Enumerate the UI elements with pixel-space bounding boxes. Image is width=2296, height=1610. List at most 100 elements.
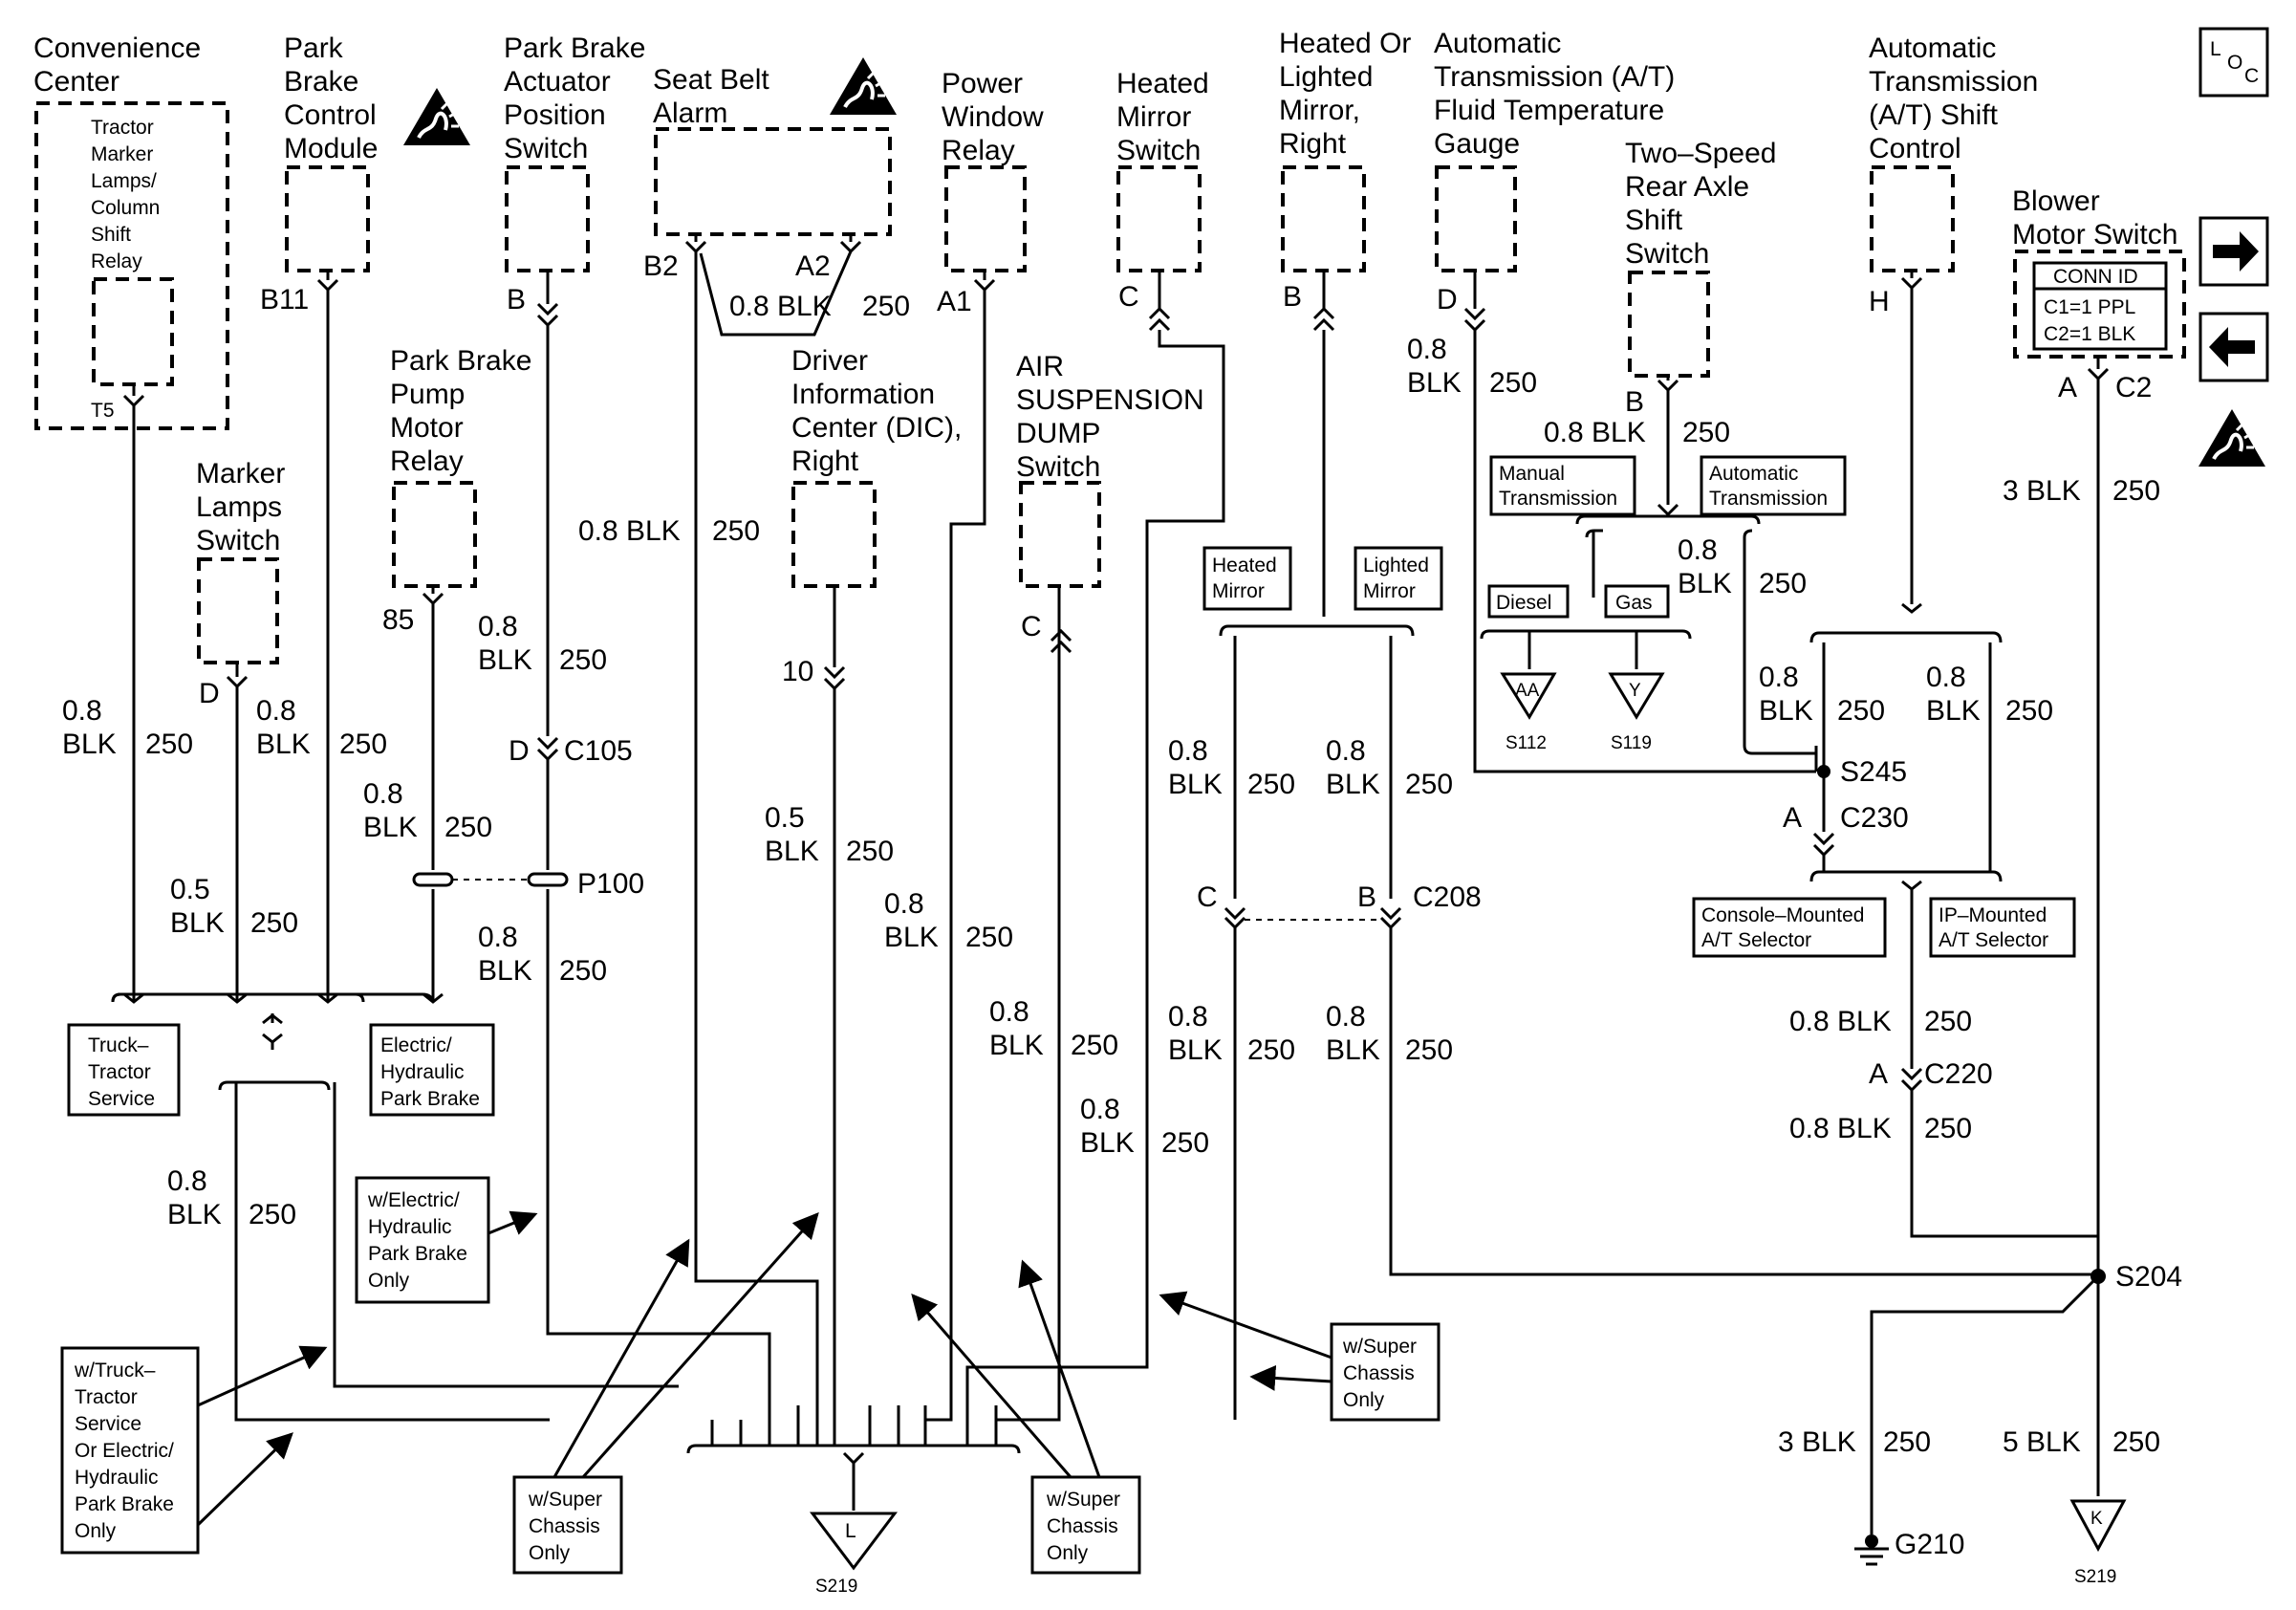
svg-text:Motor: Motor [390,412,464,444]
svg-text:0.8: 0.8 [884,888,924,920]
svg-text:Park Brake: Park Brake [368,1243,467,1265]
svg-text:C2: C2 [2115,372,2152,403]
svg-text:Heated: Heated [1116,68,1209,99]
svg-text:Right: Right [791,446,859,477]
svg-text:BLK: BLK [62,729,117,760]
svg-text:0.8: 0.8 [1326,1001,1366,1033]
park-brake-pump-relay: Park Brake Pump Motor Relay 85 [382,345,531,636]
svg-text:w/Super: w/Super [1046,1489,1120,1511]
marker-lamps-switch: Marker Lamps Switch D [196,458,285,709]
svg-text:Mirror,: Mirror, [1279,95,1360,126]
svg-text:Lighted: Lighted [1363,555,1429,577]
svg-text:Lamps: Lamps [196,491,282,523]
svg-text:A: A [1869,1058,1888,1090]
svg-text:0.8: 0.8 [1759,662,1799,693]
svg-text:Park Brake: Park Brake [75,1493,174,1515]
note-super-chassis-3: w/Super Chassis Only [1159,1291,1440,1422]
svg-text:BLK: BLK [256,729,311,760]
svg-text:L: L [845,1520,856,1542]
svg-text:250: 250 [1405,1034,1453,1066]
svg-text:Shift: Shift [1625,205,1683,236]
svg-text:Mirror: Mirror [1363,580,1416,602]
svg-text:w/Electric/: w/Electric/ [367,1189,460,1211]
svg-text:Actuator: Actuator [504,66,611,98]
svg-text:C: C [1197,881,1218,913]
ground-aa-s112: AA S112 [1500,672,1557,753]
svg-text:Motor Switch: Motor Switch [2012,219,2177,250]
svg-text:Transmission (A/T): Transmission (A/T) [1434,61,1675,93]
svg-text:0.8: 0.8 [1926,662,1966,693]
svg-text:Park Brake: Park Brake [380,1088,480,1110]
svg-text:Gas: Gas [1615,592,1653,614]
svg-text:BLK: BLK [1326,769,1380,800]
svg-text:0.8: 0.8 [363,778,403,810]
option-console-selector: Console–Mounted A/T Selector [1692,897,1887,958]
svg-text:Park Brake: Park Brake [504,33,645,64]
svg-text:C220: C220 [1924,1058,1993,1090]
svg-text:C1=1 PPL: C1=1 PPL [2044,296,2135,318]
note-truck-or-electric-only: w/Truck– Tractor Service Or Electric/ Hy… [60,1345,328,1555]
svg-text:Or Electric/: Or Electric/ [75,1440,174,1462]
svg-text:Switch: Switch [504,133,588,164]
svg-text:0.8: 0.8 [1168,735,1208,767]
svg-text:5 BLK: 5 BLK [2003,1426,2081,1458]
svg-text:T5: T5 [91,400,115,422]
svg-text:Transmission: Transmission [1869,66,2038,98]
ground-y-s119: Y S119 [1608,672,1665,753]
svg-text:A: A [2058,372,2077,403]
svg-text:BLK: BLK [363,812,418,843]
svg-text:0.8: 0.8 [478,922,518,953]
svg-text:A/T Selector: A/T Selector [1701,929,1811,951]
svg-text:Only: Only [368,1270,410,1292]
svg-text:B2: B2 [643,250,679,282]
svg-text:Automatic: Automatic [1709,463,1798,485]
svg-text:250: 250 [1837,695,1885,727]
svg-text:Service: Service [88,1088,155,1110]
svg-text:Transmission: Transmission [1499,488,1617,510]
svg-text:B: B [1357,881,1376,913]
svg-text:Only: Only [1047,1542,1089,1564]
svg-text:C105: C105 [564,735,633,767]
svg-text:0.8 BLK: 0.8 BLK [578,515,681,547]
svg-text:0.8: 0.8 [167,1165,207,1197]
svg-text:BLK: BLK [170,907,225,939]
option-gas: Gas [1604,584,1670,619]
svg-text:C208: C208 [1413,881,1482,913]
svg-text:0.5: 0.5 [765,802,805,834]
svg-text:P100: P100 [577,868,644,900]
svg-text:Fluid Temperature: Fluid Temperature [1434,95,1664,126]
svg-text:0.8: 0.8 [1407,334,1447,365]
svg-text:0.8: 0.8 [478,611,518,642]
svg-text:Switch: Switch [1116,135,1201,166]
svg-text:0.5: 0.5 [170,874,210,905]
svg-text:Relay: Relay [91,250,142,272]
svg-text:Information: Information [791,379,935,410]
next-page-arrow-icon[interactable] [2199,216,2269,287]
svg-text:BLK: BLK [1168,769,1223,800]
svg-text:3 BLK: 3 BLK [2003,475,2081,507]
option-ip-selector: IP–Mounted A/T Selector [1929,897,2076,958]
svg-text:Chassis: Chassis [529,1515,600,1537]
svg-text:0.8: 0.8 [1168,1001,1208,1033]
svg-text:BLK: BLK [1326,1034,1380,1066]
power-window-relay: Power Window Relay A1 [937,68,1044,317]
svg-text:250: 250 [1405,769,1453,800]
svg-text:250: 250 [862,291,910,322]
svg-text:Lamps/: Lamps/ [91,170,157,192]
svg-text:B: B [1283,281,1302,313]
svg-text:250: 250 [2005,695,2053,727]
park-brake-actuator-switch: Park Brake Actuator Position Switch B [504,33,645,315]
svg-text:Electric/: Electric/ [380,1034,452,1056]
svg-text:Transmission: Transmission [1709,488,1828,510]
svg-text:A: A [1783,802,1802,834]
svg-text:Manual: Manual [1499,463,1565,485]
svg-text:Gauge: Gauge [1434,128,1520,160]
svg-text:250: 250 [1161,1127,1209,1159]
option-diesel: Diesel [1487,584,1570,619]
svg-text:S219: S219 [2074,1567,2116,1587]
previous-page-arrow-icon[interactable] [2199,312,2269,382]
svg-text:S204: S204 [2115,1261,2182,1293]
option-manual-transmission: Manual Transmission [1489,455,1636,516]
svg-text:S219: S219 [815,1577,857,1597]
svg-text:250: 250 [1071,1030,1118,1061]
